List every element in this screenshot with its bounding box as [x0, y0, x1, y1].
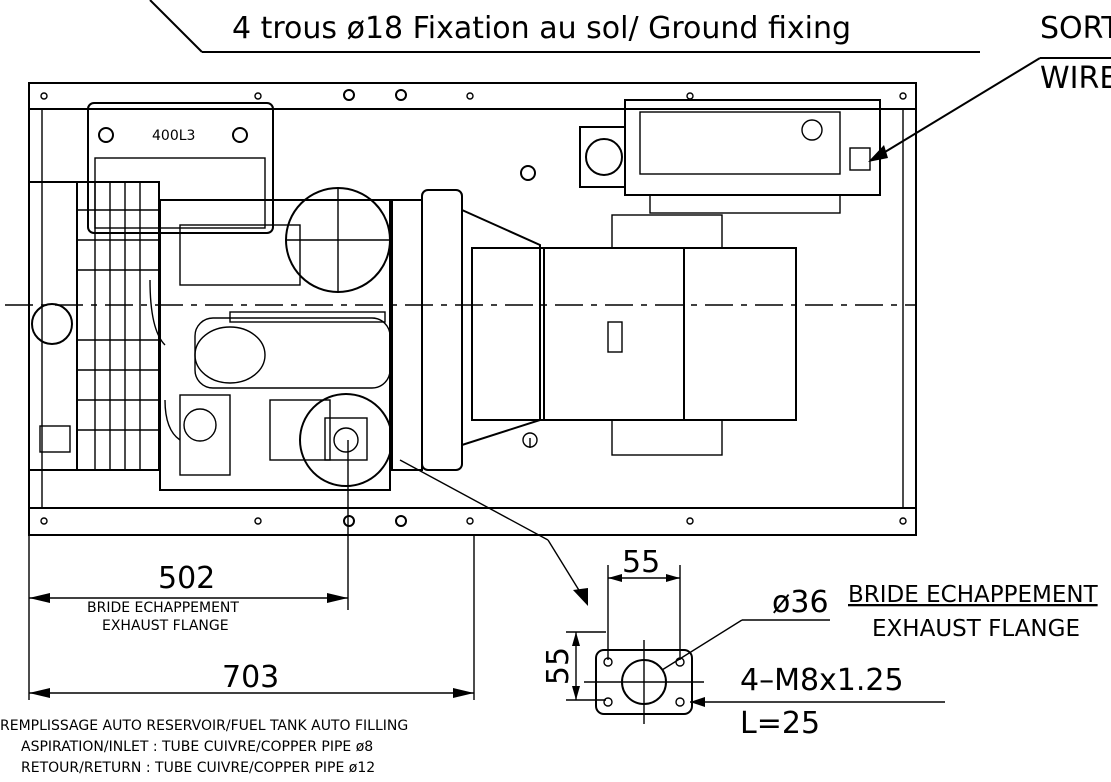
- flange-height: 55: [541, 647, 576, 685]
- engine-plate-label: 400L3: [152, 128, 195, 144]
- dim-703: 703: [29, 535, 475, 700]
- exhaust-distance-label-fr: BRIDE ECHAPPEMENT: [87, 600, 239, 616]
- ground-fixing-label: 4 trous ø18 Fixation au sol/ Ground fixi…: [232, 11, 851, 46]
- air-filter: [285, 187, 391, 293]
- exhaust-leader: [399, 459, 588, 606]
- fuel-notes: REMPLISSAGE AUTO RESERVOIR/FUEL TANK AUT…: [0, 718, 408, 776]
- frame-hole: [520, 165, 536, 181]
- sortie-label: SORT: [1040, 11, 1111, 46]
- ground-fixing-callout: 4 trous ø18 Fixation au sol/ Ground fixi…: [149, 0, 980, 53]
- flange-label-fr: BRIDE ECHAPPEMENT: [848, 582, 1099, 608]
- fuel-note-line-2: ASPIRATION/INLET : TUBE CUIVRE/COPPER PI…: [21, 739, 373, 755]
- wire-label: WIRE: [1040, 61, 1111, 96]
- exhaust-distance-label-en: EXHAUST FLANGE: [102, 618, 229, 634]
- fuel-note-line-3: RETOUR/RETURN : TUBE CUIVRE/COPPER PIPE …: [21, 760, 375, 776]
- dim-502: 502 BRIDE ECHAPPEMENT EXHAUST FLANGE: [28, 440, 349, 700]
- fuel-note-line-1: REMPLISSAGE AUTO RESERVOIR/FUEL TANK AUT…: [0, 718, 408, 734]
- alternator: [461, 208, 797, 456]
- engine-plate: 400L3: [87, 102, 274, 234]
- fuel-tank-cap: [579, 99, 881, 214]
- flange-bore: ø36: [772, 585, 829, 620]
- radiator: [28, 181, 160, 471]
- wire-outlet-callout: SORT WIRE: [868, 11, 1111, 162]
- flange-bolts: 4–M8x1.25: [740, 663, 904, 698]
- flange-label-en: EXHAUST FLANGE: [872, 616, 1080, 642]
- flange-width: 55: [622, 545, 660, 580]
- flywheel-housing: [391, 189, 463, 471]
- exhaust-distance-value: 502: [158, 561, 215, 596]
- flange-length: L=25: [740, 706, 820, 741]
- engine-block: [149, 199, 391, 491]
- overall-width-value: 703: [222, 660, 279, 695]
- exhaust-flange-position: [299, 393, 393, 487]
- flange-detail: 55 55 ø36 BRIDE ECHAPPEMENT EXHAUST FLAN…: [541, 545, 1099, 741]
